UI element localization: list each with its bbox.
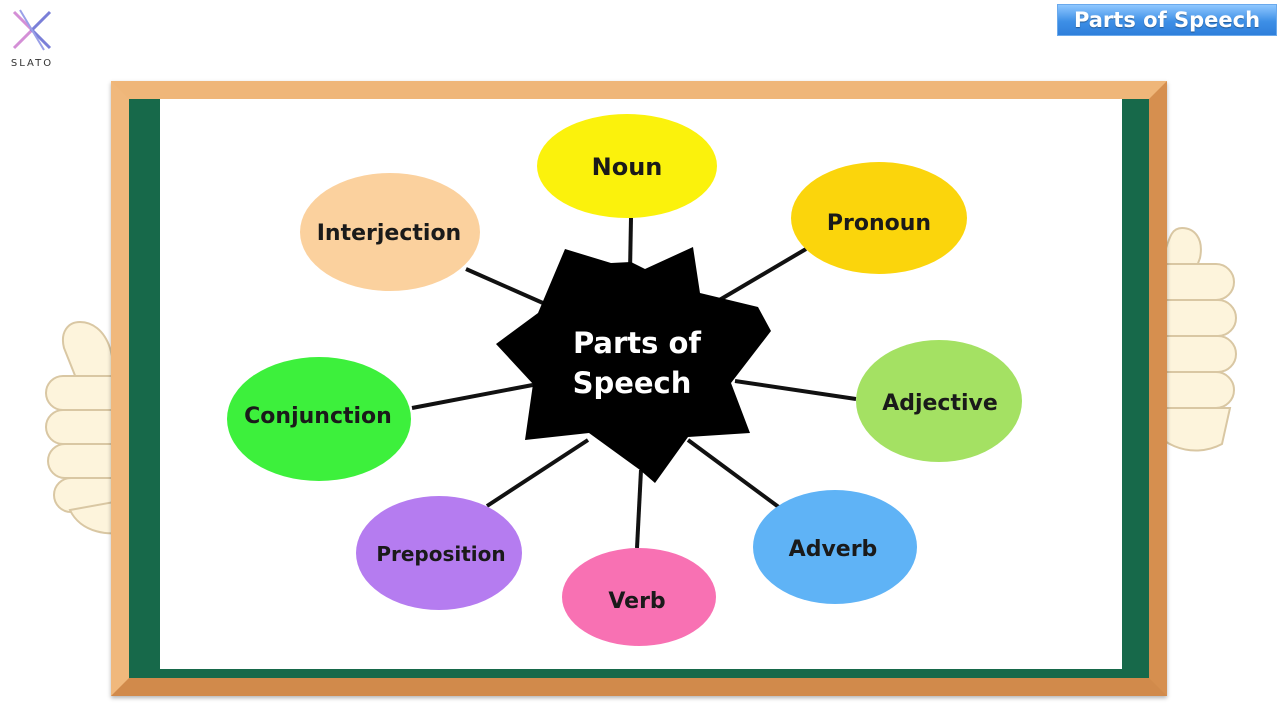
node-adverb-label: Adverb xyxy=(789,537,878,562)
connectors xyxy=(411,217,857,549)
node-adverb: Adverb xyxy=(753,490,917,604)
center-label-line2: Speech xyxy=(573,366,692,400)
node-adjective-ellipse xyxy=(856,340,1022,462)
connector-interjection xyxy=(465,267,553,309)
node-preposition-label: Preposition xyxy=(376,542,505,566)
connector-preposition xyxy=(485,438,590,508)
node-preposition-ellipse xyxy=(356,496,522,610)
node-adjective: Adjective xyxy=(856,340,1022,462)
node-conjunction-label: Conjunction xyxy=(244,404,392,429)
node-pronoun-label: Pronoun xyxy=(827,211,931,236)
node-verb-ellipse xyxy=(562,548,716,646)
connector-adjective xyxy=(734,379,857,401)
node-pronoun-ellipse xyxy=(791,162,967,274)
node-interjection-label: Interjection xyxy=(317,221,461,246)
node-conjunction-ellipse xyxy=(227,357,411,481)
node-interjection: Interjection xyxy=(300,173,480,291)
connector-adverb xyxy=(686,438,782,510)
connector-conjunction xyxy=(411,382,539,410)
node-noun: Noun xyxy=(537,114,717,218)
node-noun-label: Noun xyxy=(592,153,663,181)
center-star xyxy=(496,247,771,483)
connector-pronoun xyxy=(714,247,808,304)
node-adverb-ellipse xyxy=(753,490,917,604)
connector-verb xyxy=(635,469,643,549)
slato-logo: SLATO xyxy=(6,6,58,69)
node-adjective-label: Adjective xyxy=(882,391,998,416)
node-verb: Verb xyxy=(562,548,716,646)
node-noun-ellipse xyxy=(537,114,717,218)
node-pronoun: Pronoun xyxy=(791,162,967,274)
node-preposition: Preposition xyxy=(356,496,522,610)
logo-text: SLATO xyxy=(10,58,54,69)
node-conjunction: Conjunction xyxy=(227,357,411,481)
center-label-line1: Parts of xyxy=(573,326,701,360)
node-verb-label: Verb xyxy=(608,589,665,614)
node-interjection-ellipse xyxy=(300,173,480,291)
slato-logo-mark xyxy=(12,9,52,51)
page-title: Parts of Speech xyxy=(1057,4,1277,36)
